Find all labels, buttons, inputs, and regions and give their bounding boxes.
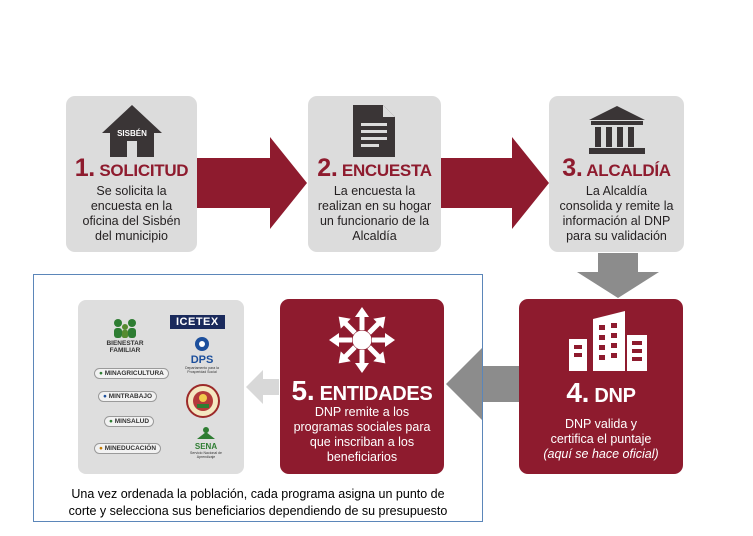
arrow-2-to-3: [441, 137, 549, 229]
dps-emblem-icon: [195, 337, 209, 351]
step-5-description: DNP remite a los programas sociales para…: [293, 405, 431, 464]
arrow-1-to-2: [197, 137, 307, 229]
house-icon: SISBÉN: [102, 105, 162, 157]
sena-logo: SENA Servicio Nacional de Aprendizaje: [186, 426, 226, 459]
entities-logos-panel: BIENESTAR FAMILIAR ICETEX ● MINAGRICULTU…: [78, 300, 244, 474]
step-4-title: 4. DNP: [519, 377, 683, 409]
step-1-box: SISBÉN 1. SOLICITUD Se solicita la encue…: [66, 96, 197, 252]
step-2-number: 2.: [317, 154, 338, 182]
svg-text:SISBÉN: SISBÉN: [117, 129, 147, 138]
step-2-description: La encuesta la realizan en su hogar un f…: [317, 184, 432, 243]
sena-emblem-icon: [197, 427, 215, 439]
arrows-outward-icon: [329, 307, 395, 373]
step-4-description: DNP valida y certifica el puntaje (aquí …: [519, 417, 683, 462]
step-4-box: 4. DNP DNP valida y certifica el puntaje…: [519, 299, 683, 474]
step-3-title: 3. ALCALDÍA: [549, 154, 684, 183]
step-5-label: ENTIDADES: [319, 383, 433, 405]
office-building-icon: [569, 311, 647, 371]
step-5-number: 5.: [291, 375, 315, 406]
caption: Una vez ordenada la población, cada prog…: [68, 487, 448, 518]
step-1-label: SOLICITUD: [99, 161, 189, 180]
building-columns-icon: [589, 106, 645, 154]
step-3-number: 3.: [562, 154, 583, 182]
family-icon: [114, 319, 136, 338]
step-4-number: 4.: [566, 377, 590, 408]
step-3-label: ALCALDÍA: [586, 161, 671, 180]
step-2-title: 2. ENCUESTA: [308, 154, 441, 183]
colombia-seal-icon: [186, 384, 220, 418]
step-2-box: 2. ENCUESTA La encuesta la realizan en s…: [308, 96, 441, 252]
icetex-logo: ICETEX: [170, 315, 225, 329]
step-1-title: 1. SOLICITUD: [66, 154, 197, 183]
caption-frame: [33, 274, 483, 522]
step-5-box: 5. ENTIDADES DNP remite a los programas …: [280, 299, 444, 474]
step-1-number: 1.: [74, 154, 96, 182]
step-3-box: 3. ALCALDÍA La Alcaldía consolida y remi…: [549, 96, 684, 252]
step-4-label: DNP: [594, 385, 636, 407]
minsalud-logo: ● MINSALUD: [104, 416, 155, 427]
bienestar-familiar-logo: BIENESTAR FAMILIAR: [102, 318, 148, 354]
arrow-5-to-logos: [246, 370, 279, 404]
step-2-label: ENCUESTA: [341, 161, 432, 180]
document-icon: [353, 105, 395, 157]
step-1-description: Se solicita la encuesta en la oficina de…: [82, 184, 181, 243]
step-5-title: 5. ENTIDADES: [280, 375, 444, 407]
arrow-3-to-4: [577, 253, 659, 298]
mintrabajo-logo: ● MINTRABAJO: [98, 391, 158, 402]
mineducacion-logo: ● MINEDUCACIÓN: [94, 443, 162, 454]
dps-logo: DPS Departamento para la Prosperidad Soc…: [182, 336, 222, 374]
step-4-note: (aquí se hace oficial): [543, 447, 659, 461]
minagricultura-logo: ● MINAGRICULTURA: [94, 368, 169, 379]
step-3-description: La Alcaldía consolida y remite la inform…: [559, 184, 674, 243]
